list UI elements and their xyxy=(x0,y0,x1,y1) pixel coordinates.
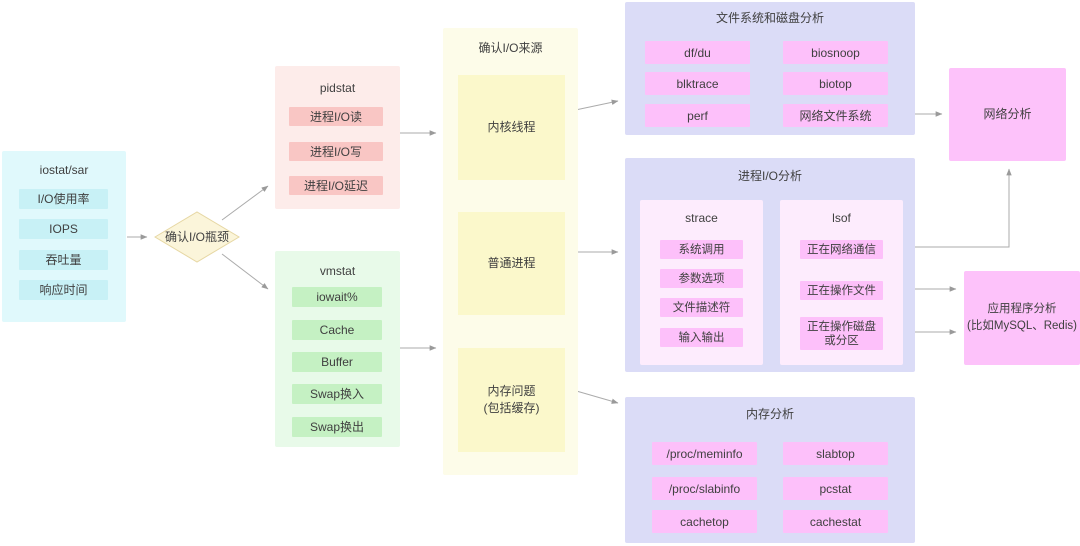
lsof-open-files[interactable]: 正在操作文件 xyxy=(800,281,883,300)
tool-cachetop[interactable]: cachetop xyxy=(652,510,757,533)
tool-cachestat[interactable]: cachestat xyxy=(783,510,888,533)
strace-io[interactable]: 输入输出 xyxy=(660,328,743,347)
source-kernel-threads[interactable]: 内核线程 xyxy=(458,75,565,180)
lsof-disk-partition[interactable]: 正在操作磁盘 或分区 xyxy=(800,317,883,350)
tool-slabtop[interactable]: slabtop xyxy=(783,442,888,465)
node-title: 文件系统和磁盘分析 xyxy=(715,11,824,25)
metric-process-io-write[interactable]: 进程I/O写 xyxy=(289,142,383,161)
metric-process-io-delay[interactable]: 进程I/O延迟 xyxy=(289,176,383,195)
source-normal-process[interactable]: 普通进程 xyxy=(458,212,565,315)
tool-network-fs[interactable]: 网络文件系统 xyxy=(783,104,888,127)
panel-title: strace xyxy=(685,211,718,225)
node-title: 进程I/O分析 xyxy=(737,169,802,183)
metric-iowait[interactable]: iowait% xyxy=(292,287,382,307)
strace-options[interactable]: 参数选项 xyxy=(660,269,743,288)
lsof-network-comm[interactable]: 正在网络通信 xyxy=(800,240,883,259)
tool-df-du[interactable]: df/du xyxy=(645,41,750,64)
tool-perf[interactable]: perf xyxy=(645,104,750,127)
tool-proc-slabinfo[interactable]: /proc/slabinfo xyxy=(652,477,757,500)
tool-biotop[interactable]: biotop xyxy=(783,72,888,95)
node-title: vmstat xyxy=(319,264,356,278)
node-vmstat[interactable]: vmstat iowait% Cache Buffer Swap换入 Swap换… xyxy=(275,251,400,447)
decision-node-label: 确认I/O瓶颈 xyxy=(164,229,229,244)
node-title: pidstat xyxy=(319,81,356,95)
node-io-source[interactable]: 确认I/O来源 内核线程 普通进程 内存问题 (包括缓存) xyxy=(443,28,578,475)
tool-proc-meminfo[interactable]: /proc/meminfo xyxy=(652,442,757,465)
metric-cache[interactable]: Cache xyxy=(292,320,382,340)
source-memory-problem[interactable]: 内存问题 (包括缓存) xyxy=(458,348,565,452)
metric-process-io-read[interactable]: 进程I/O读 xyxy=(289,107,383,126)
panel-title: lsof xyxy=(832,211,851,225)
metric-io-utilization[interactable]: I/O使用率 xyxy=(19,189,108,209)
node-title: iostat/sar xyxy=(39,163,89,177)
node-process-io-analysis[interactable]: 进程I/O分析 strace 系统调用 参数选项 文件描述符 输入输出 lsof… xyxy=(625,158,915,372)
metric-buffer[interactable]: Buffer xyxy=(292,352,382,372)
tool-biosnoop[interactable]: biosnoop xyxy=(783,41,888,64)
node-application-analysis[interactable]: 应用程序分析 (比如MySQL、Redis) xyxy=(964,271,1080,365)
metric-swap-in[interactable]: Swap换入 xyxy=(292,384,382,404)
metric-throughput[interactable]: 吞吐量 xyxy=(19,250,108,270)
strace-descriptors[interactable]: 文件描述符 xyxy=(660,298,743,317)
node-memory-analysis[interactable]: 内存分析 /proc/meminfo /proc/slabinfo cachet… xyxy=(625,397,915,543)
node-title: 确认I/O来源 xyxy=(478,41,543,55)
node-title: 内存分析 xyxy=(745,407,794,421)
node-pidstat[interactable]: pidstat 进程I/O读 进程I/O写 进程I/O延迟 xyxy=(275,66,400,209)
metric-iops[interactable]: IOPS xyxy=(19,219,108,239)
node-iostat-sar[interactable]: iostat/sar I/O使用率 IOPS 吞吐量 响应时间 xyxy=(2,151,126,322)
metric-swap-out[interactable]: Swap换出 xyxy=(292,417,382,437)
tool-pcstat[interactable]: pcstat xyxy=(783,477,888,500)
tool-blktrace[interactable]: blktrace xyxy=(645,72,750,95)
panel-lsof[interactable]: lsof 正在网络通信 正在操作文件 正在操作磁盘 或分区 xyxy=(780,200,903,365)
metric-response-time[interactable]: 响应时间 xyxy=(19,280,108,300)
panel-strace[interactable]: strace 系统调用 参数选项 文件描述符 输入输出 xyxy=(640,200,763,365)
node-fs-disk-analysis[interactable]: 文件系统和磁盘分析 df/du blktrace perf biosnoop b… xyxy=(625,2,915,135)
node-network-analysis[interactable]: 网络分析 xyxy=(949,68,1066,161)
strace-syscalls[interactable]: 系统调用 xyxy=(660,240,743,259)
